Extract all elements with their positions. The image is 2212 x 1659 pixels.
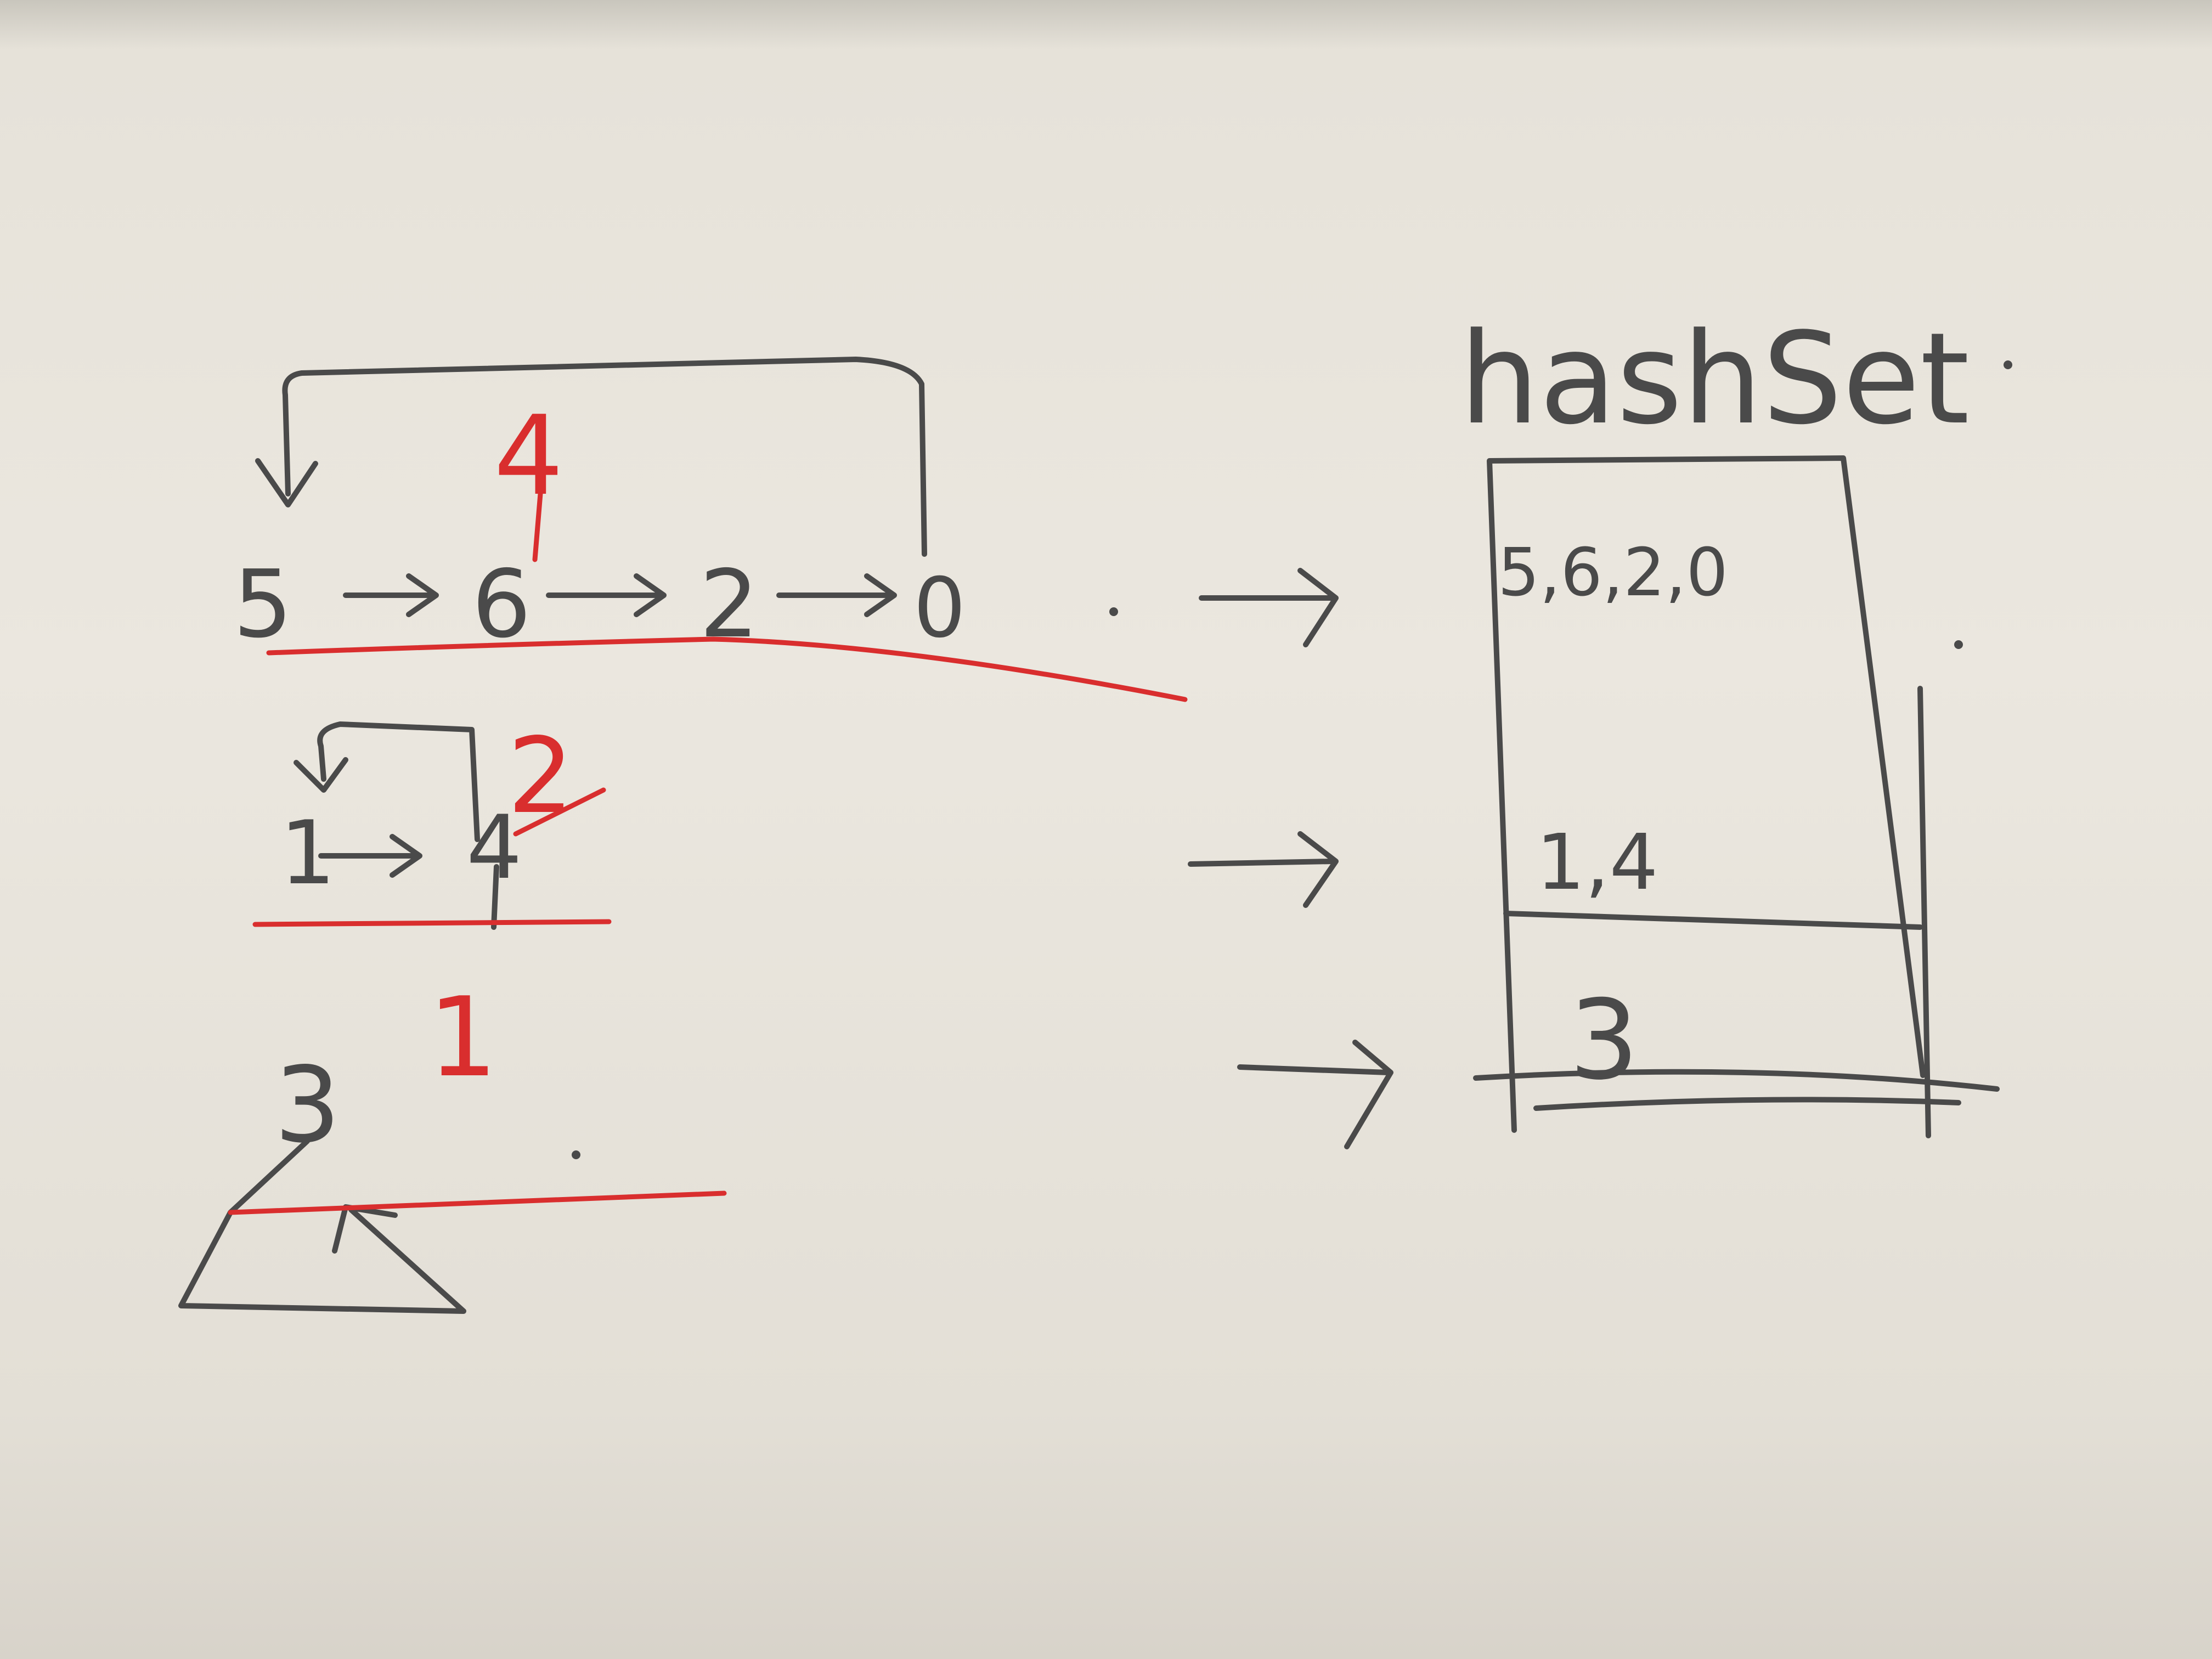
red-marker-1: 4	[494, 392, 563, 520]
hashset-divider-2	[1473, 1069, 2000, 1092]
node-5: 5	[233, 550, 292, 659]
red-underline-1	[266, 636, 1188, 702]
red-marker-2: 2	[507, 715, 574, 837]
self-loop-3	[178, 1138, 466, 1314]
node-4-stem	[491, 864, 499, 930]
hashset-row-1: 5,6,2,0	[1498, 535, 1728, 611]
linked-list-2: 1 4 2	[252, 715, 612, 930]
cycle-arrowhead-1	[255, 458, 318, 507]
pencil-dot-1	[1109, 607, 1118, 616]
hashset-bottom	[1533, 1097, 1961, 1111]
linked-list-1: 5 6 2 0 4	[233, 357, 1188, 702]
cycle-arrow-1	[282, 357, 927, 557]
arrow-6-2	[546, 573, 667, 617]
hashset-row-2: 1,4	[1536, 818, 1658, 907]
pencil-dot-hs-2	[1954, 640, 1963, 649]
red-underline-3	[228, 1190, 727, 1215]
linked-list-3: 1 3	[178, 974, 727, 1314]
node-6: 6	[472, 550, 531, 659]
hashset-box: hashSet 5,6,2,0 1,4 3	[1459, 306, 2012, 1138]
arrow-5-6	[343, 573, 439, 617]
arrow-1-4	[318, 834, 422, 878]
red-marker-stroke-2	[513, 787, 606, 837]
red-marker-3: 1	[428, 974, 498, 1102]
node-0: 0	[913, 561, 966, 656]
hashset-outline	[1487, 455, 1931, 1138]
arrow-2-0	[776, 573, 897, 617]
map-arrow-3	[1237, 1040, 1393, 1149]
node-1: 1	[280, 802, 336, 904]
pencil-dot-3	[572, 1150, 580, 1159]
red-marker-line-1	[532, 491, 543, 562]
pencil-dot-hs-1	[2004, 360, 2012, 369]
map-arrow-1	[1199, 568, 1339, 647]
hashset-divider-1	[1503, 911, 1923, 930]
hashset-title: hashSet	[1459, 306, 1970, 453]
hashset-row-3: 3	[1569, 977, 1639, 1104]
node-3: 3	[274, 1045, 341, 1166]
map-arrow-2	[1188, 831, 1339, 908]
cycle-arrowhead-2	[294, 757, 348, 793]
cycle-arrow-2	[317, 721, 480, 842]
red-underline-2	[252, 919, 612, 927]
